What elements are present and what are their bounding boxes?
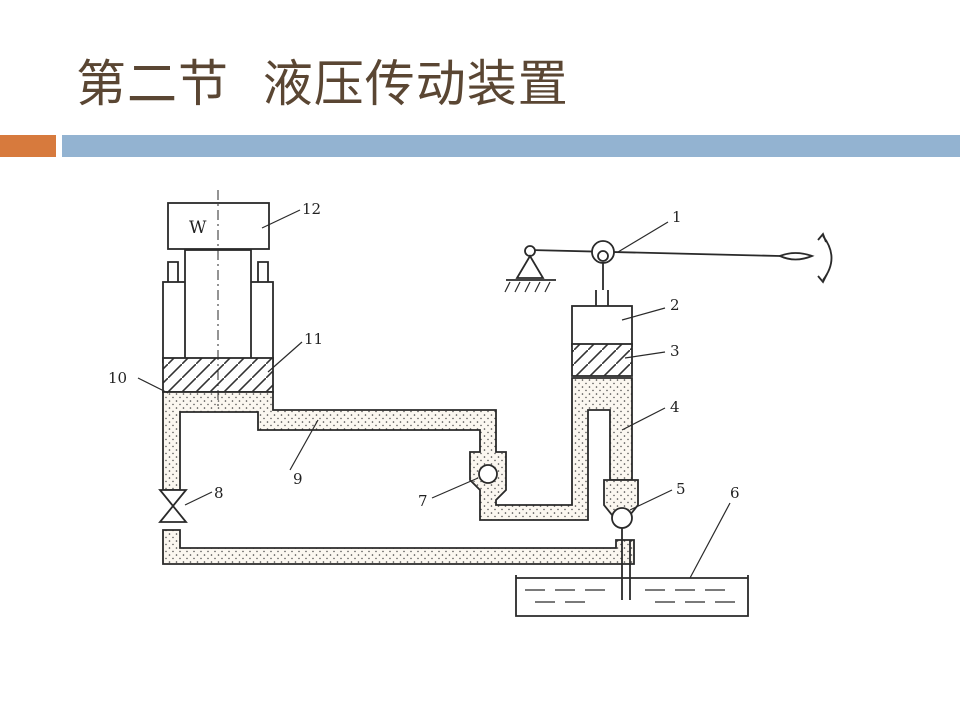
label-1: 1 xyxy=(672,208,682,226)
slide-title: 第二节 液压传动装置 xyxy=(76,55,569,113)
accent-bar-blue xyxy=(62,135,960,157)
label-4: 4 xyxy=(670,398,680,416)
weight-label: W xyxy=(189,218,207,238)
accent-bar-orange xyxy=(0,135,56,157)
label-3: 3 xyxy=(670,342,680,360)
check-valve-7 xyxy=(478,464,498,484)
oil-tank xyxy=(515,575,749,617)
label-7: 7 xyxy=(418,492,428,510)
label-10: 10 xyxy=(108,369,127,387)
label-12: 12 xyxy=(302,200,321,218)
label-6: 6 xyxy=(730,484,740,502)
small-cylinder xyxy=(571,305,633,347)
label-9: 9 xyxy=(293,470,303,488)
return-line xyxy=(162,529,635,565)
label-11: 11 xyxy=(304,330,323,348)
stop-valve-8 xyxy=(158,489,188,508)
label-2: 2 xyxy=(670,296,680,314)
label-5: 5 xyxy=(676,480,686,498)
oil-pipe-9 xyxy=(162,377,633,521)
lever xyxy=(504,232,833,293)
label-8: 8 xyxy=(214,484,224,502)
small-piston xyxy=(571,343,633,377)
